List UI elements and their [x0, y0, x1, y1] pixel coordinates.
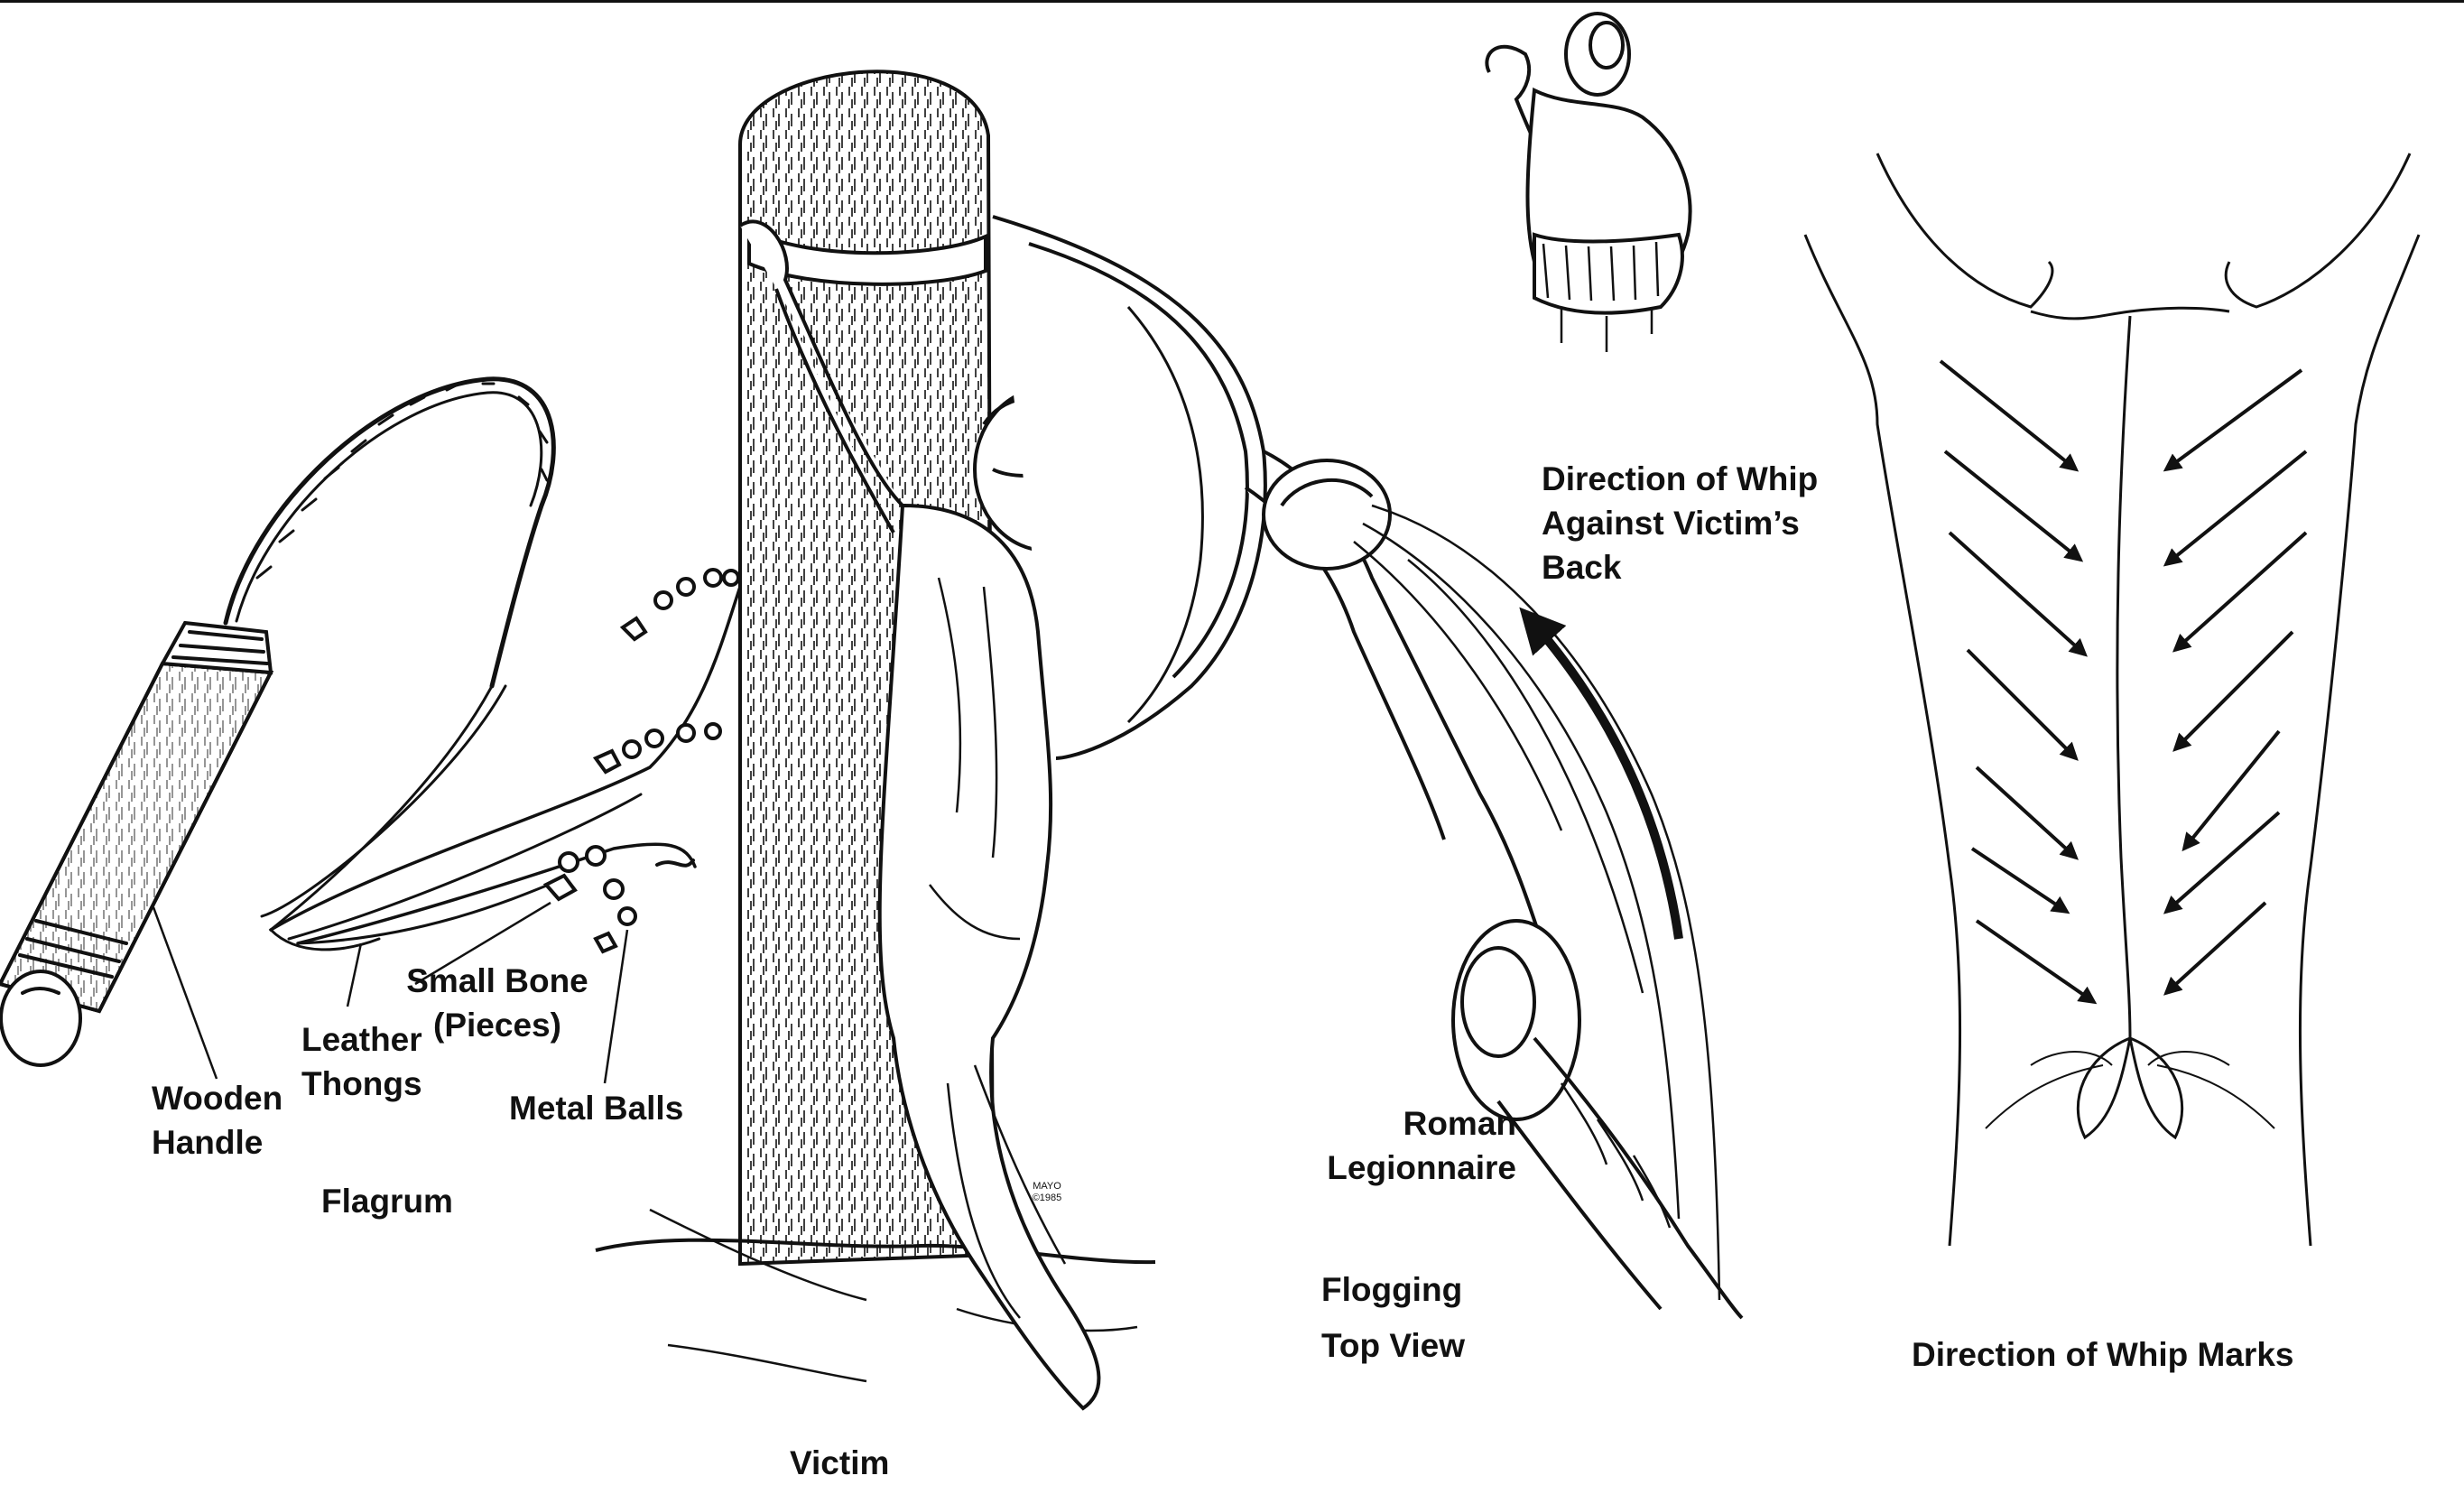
label-small-bone: Small Bone (Pieces)	[394, 959, 601, 1047]
back-view-drawing	[1805, 153, 2419, 1246]
top-view-figure-drawing	[1487, 14, 1690, 352]
wooden-handle-drawing	[0, 623, 271, 1065]
flagrum-drawing	[0, 379, 740, 1065]
artist-signature: MAYO ©1985	[1020, 1181, 1074, 1204]
leader-leather-thongs	[347, 943, 361, 1007]
leader-metal-balls	[605, 930, 627, 1083]
label-flogging-top-view: Flogging Top View	[1321, 1262, 1502, 1374]
label-wooden-handle: Wooden Handle	[152, 1076, 314, 1165]
label-roman-legionnaire: Roman Legionnaire	[1291, 1101, 1516, 1190]
signature-line-2: ©1985	[1020, 1193, 1074, 1204]
label-flagrum: Flagrum	[321, 1179, 453, 1223]
label-metal-balls: Metal Balls	[509, 1086, 683, 1130]
metal-balls-drawing	[546, 570, 738, 951]
label-direction-whip-back: Direction of Whip Against Victim’s Back	[1542, 457, 1821, 589]
signature-line-1: MAYO	[1020, 1181, 1074, 1193]
label-direction-whip-marks: Direction of Whip Marks	[1912, 1332, 2293, 1377]
leader-wooden-handle	[153, 907, 217, 1079]
label-victim: Victim	[790, 1441, 889, 1485]
